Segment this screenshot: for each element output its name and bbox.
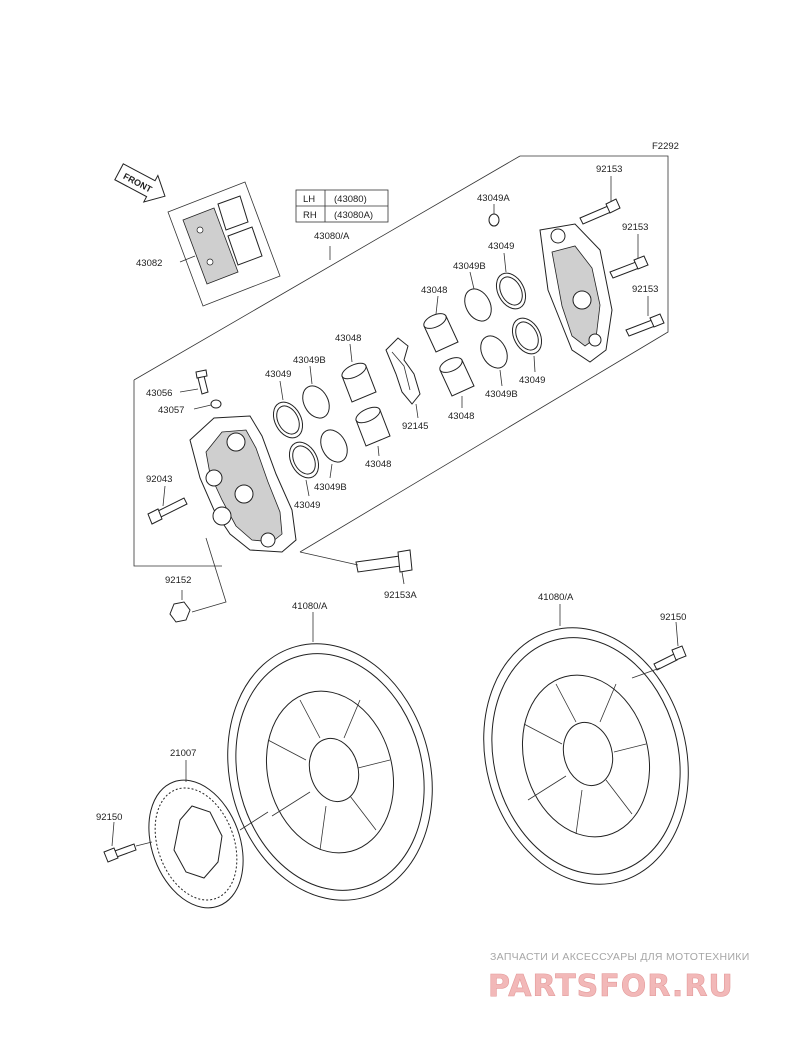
label-41080a-left: 41080/A xyxy=(292,601,328,612)
label-92153-a: 92153 xyxy=(596,164,622,175)
seal-43049b-r2 xyxy=(480,335,508,369)
front-arrow: FRONT xyxy=(114,163,166,203)
piston-43048-r1 xyxy=(423,313,459,353)
bolt-92153-b xyxy=(609,255,649,279)
label-92153a: 92153A xyxy=(384,590,417,601)
cap-43057 xyxy=(210,399,222,409)
bolt-92153a xyxy=(355,549,413,573)
label-43048-r1: 43048 xyxy=(421,285,447,296)
nut-92152 xyxy=(169,601,191,623)
label-43048-r2: 43048 xyxy=(448,411,474,422)
label-43080-a: 43080/A xyxy=(314,231,350,242)
seal-43049b-l2 xyxy=(320,429,348,463)
label-43049b-l2: 43049B xyxy=(314,482,347,493)
table-code-rh: (43080A) xyxy=(334,210,373,221)
figure-code: F2292 xyxy=(652,141,679,152)
pad-spring-92145 xyxy=(385,337,421,405)
label-43049-l1: 43049 xyxy=(265,369,291,380)
washer-43049a xyxy=(488,213,500,227)
label-43049b-l1: 43049B xyxy=(293,355,326,366)
left-caliper-body xyxy=(189,415,297,553)
label-43049a: 43049A xyxy=(477,193,510,204)
label-43049-r1: 43049 xyxy=(488,241,514,252)
bolt-92150-left xyxy=(103,843,137,863)
bolt-92043 xyxy=(147,497,188,525)
brake-disc-left xyxy=(227,643,433,901)
table-code-lh: (43080) xyxy=(334,194,367,205)
label-43082: 43082 xyxy=(136,258,162,269)
bolt-92153-a xyxy=(579,198,621,225)
table-side-lh: LH xyxy=(303,194,315,205)
bleeder-43056 xyxy=(195,369,209,395)
bolt-92153-c xyxy=(625,313,665,337)
label-43048-l1: 43048 xyxy=(335,333,361,344)
label-92145: 92145 xyxy=(402,421,428,432)
label-43049-r2: 43049 xyxy=(519,375,545,386)
brake-pad-box xyxy=(167,181,281,307)
label-43049b-r1: 43049B xyxy=(453,261,486,272)
piston-43048-l1 xyxy=(341,362,377,403)
label-92153-b: 92153 xyxy=(622,222,648,233)
watermark-tagline: ЗАПЧАСТИ И АКСЕССУАРЫ ДЛЯ МОТОТЕХНИКИ xyxy=(490,951,750,963)
label-43057: 43057 xyxy=(158,405,184,416)
label-92150-right: 92150 xyxy=(660,612,686,623)
watermark-logo: PARTSFOR.RU xyxy=(488,969,734,1004)
label-41080a-right: 41080/A xyxy=(538,592,574,603)
bolt-92150-right xyxy=(653,645,687,671)
label-43048-l2: 43048 xyxy=(365,459,391,470)
table-side-rh: RH xyxy=(303,210,317,221)
right-caliper-body xyxy=(539,223,613,363)
label-92150-left: 92150 xyxy=(96,812,122,823)
caliper-assembly-frame xyxy=(133,155,669,567)
label-43056: 43056 xyxy=(146,388,172,399)
piston-43048-r2 xyxy=(439,357,475,397)
assembly-table: LH (43080) RH (43080A) xyxy=(295,189,389,223)
label-92043: 92043 xyxy=(146,474,172,485)
label-92152: 92152 xyxy=(165,575,191,586)
label-21007: 21007 xyxy=(170,748,196,759)
label-43049-l2: 43049 xyxy=(294,500,320,511)
seal-43049b-l1 xyxy=(302,385,330,419)
label-43049b-r2: 43049B xyxy=(485,389,518,400)
piston-43048-l2 xyxy=(355,406,391,447)
label-92153-c: 92153 xyxy=(632,284,658,295)
abs-rotor-21007 xyxy=(148,779,244,909)
seal-43049b-r1 xyxy=(464,288,492,322)
brake-disc-right xyxy=(483,627,689,885)
